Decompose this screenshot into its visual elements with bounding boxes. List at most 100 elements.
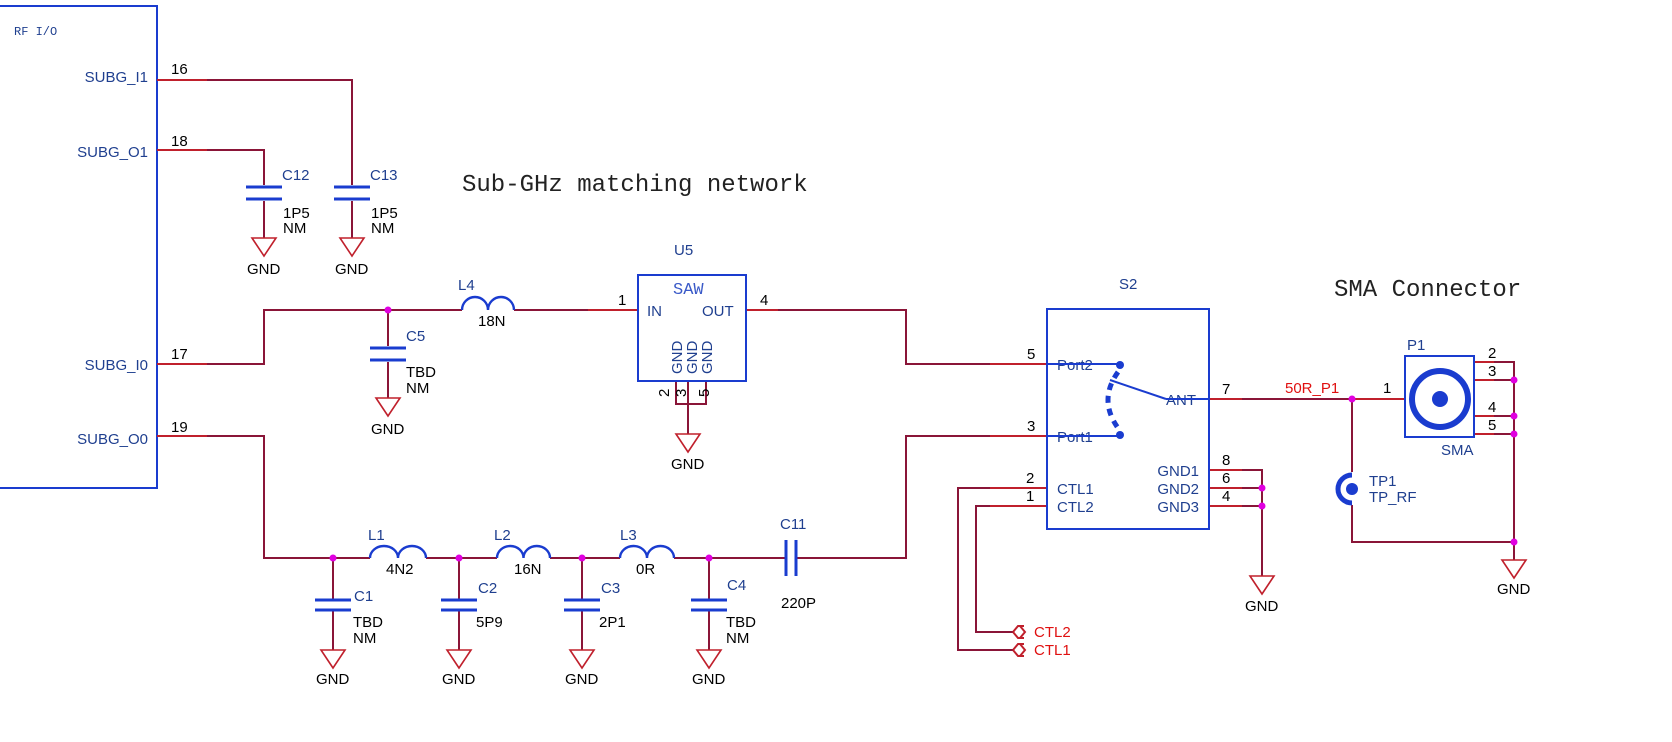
c4-nm: NM <box>726 630 749 647</box>
c12-nm: NM <box>283 220 306 237</box>
c11-capacitor-icon <box>784 540 798 576</box>
ctl2-offpage-icon <box>1012 625 1027 639</box>
u5-in-label: IN <box>647 303 662 320</box>
gnd-label: GND <box>442 671 476 688</box>
gnd-icon <box>319 649 347 670</box>
c13-nm: NM <box>371 220 394 237</box>
component-pin-stubs <box>588 309 1494 507</box>
c12-ref: C12 <box>282 167 310 184</box>
junction-dot <box>455 554 463 562</box>
tp1-value: TP_RF <box>1369 489 1417 506</box>
s2-gnd3-label: GND3 <box>1157 499 1199 516</box>
rf-io-label: RF I/O <box>14 25 57 39</box>
s2-port2-label: Port2 <box>1057 357 1093 374</box>
s2-pin-3: 3 <box>1027 418 1035 435</box>
p1-pin-1: 1 <box>1383 380 1391 397</box>
gnd-icon <box>374 397 402 418</box>
c12-capacitor-icon <box>246 185 282 201</box>
ground-symbols: GND GND GND GND GND GND GND GND GND GND <box>247 237 1531 688</box>
ctl1-offpage-icon <box>1012 643 1027 657</box>
l1-ref: L1 <box>368 527 385 544</box>
c2-capacitor-icon <box>441 598 477 612</box>
tp1-ref: TP1 <box>1369 473 1397 490</box>
junction-dot <box>1258 502 1266 510</box>
s2-pin-2: 2 <box>1026 470 1034 487</box>
junction-dot <box>1510 430 1518 438</box>
s2-ctl2-label: CTL2 <box>1057 499 1094 516</box>
junction-dots <box>329 306 1518 562</box>
pin-name-subg-i0: SUBG_I0 <box>85 357 148 374</box>
gnd-icon <box>338 237 366 258</box>
rf-io-block: RF I/O SUBG_I1 SUBG_O1 SUBG_I0 SUBG_O0 1… <box>0 5 188 489</box>
pin-name-subg-i1: SUBG_I1 <box>85 69 148 86</box>
gnd-icon <box>1500 559 1528 580</box>
l2-inductor-icon <box>495 544 552 559</box>
gnd-label: GND <box>671 456 705 473</box>
p1-sma-connector: P1 SMA 1 2 3 4 5 <box>1383 337 1496 459</box>
p1-body <box>1404 355 1475 438</box>
p1-pin-2: 2 <box>1488 345 1496 362</box>
u5-gnd-label-2: GND <box>684 341 701 375</box>
s2-pin-4: 4 <box>1222 488 1230 505</box>
u5-pin-3: 3 <box>673 389 690 397</box>
c11-value: 220P <box>781 595 816 612</box>
gnd-label: GND <box>1497 581 1531 598</box>
junction-dot <box>384 306 392 314</box>
junction-dot <box>1510 538 1518 546</box>
p1-pin-5: 5 <box>1488 417 1496 434</box>
sma-coax-outer-icon <box>1409 368 1471 430</box>
gnd-label: GND <box>565 671 599 688</box>
p1-ref: P1 <box>1407 337 1425 354</box>
pin-num-19: 19 <box>171 419 188 436</box>
gnd-label: GND <box>316 671 350 688</box>
matching-network-title: Sub-GHz matching network <box>462 172 808 199</box>
s2-body <box>1046 308 1210 530</box>
s2-gnd1-label: GND1 <box>1157 463 1199 480</box>
c13-value: 1P5 <box>371 205 398 222</box>
s2-pin-6: 6 <box>1222 470 1230 487</box>
gnd-icon <box>250 237 278 258</box>
u5-pin-5: 5 <box>696 389 713 397</box>
pin-name-subg-o1: SUBG_O1 <box>77 144 148 161</box>
l4-ref: L4 <box>458 277 475 294</box>
rf-io-body <box>0 5 158 489</box>
gnd-icon <box>445 649 473 670</box>
u5-type: SAW <box>673 281 704 300</box>
l2-ref: L2 <box>494 527 511 544</box>
c3-capacitor-icon <box>564 598 600 612</box>
u5-saw-filter: U5 SAW IN OUT GND GND GND 1 4 2 3 5 <box>618 242 768 397</box>
u5-body <box>637 274 747 382</box>
pin-name-subg-o0: SUBG_O0 <box>77 431 148 448</box>
l4-value: 18N <box>478 313 506 330</box>
c5-nm: NM <box>406 380 429 397</box>
junction-dot <box>705 554 713 562</box>
p1-pin-3: 3 <box>1488 363 1496 380</box>
l3-ref: L3 <box>620 527 637 544</box>
s2-ref: S2 <box>1119 276 1137 293</box>
sma-coax-center-icon <box>1432 391 1448 407</box>
gnd-label: GND <box>692 671 726 688</box>
s2-pin-5: 5 <box>1027 346 1035 363</box>
c11-ref: C11 <box>780 516 806 533</box>
c5-capacitor-icon <box>370 346 406 362</box>
gnd-icon <box>568 649 596 670</box>
tp1-testpoint: TP1 TP_RF <box>1335 472 1417 506</box>
l1-inductor-icon <box>368 544 428 559</box>
c1-capacitor-icon <box>315 598 351 612</box>
u5-pin-4: 4 <box>760 292 768 309</box>
gnd-label: GND <box>1245 598 1279 615</box>
s2-pin-7: 7 <box>1222 381 1230 398</box>
rf-io-pin-stubs <box>157 79 207 437</box>
c12-value: 1P5 <box>283 205 310 222</box>
p1-pin-4: 4 <box>1488 399 1496 416</box>
net-label-ctl1: CTL1 <box>1034 642 1071 659</box>
s2-ant-label: ANT <box>1166 392 1196 409</box>
u5-out-label: OUT <box>702 303 734 320</box>
c1-nm: NM <box>353 630 376 647</box>
c13-capacitor-icon <box>334 185 370 201</box>
l4-inductor-icon <box>460 295 516 311</box>
junction-dot <box>578 554 586 562</box>
c3-value: 2P1 <box>599 614 626 631</box>
l3-inductor-icon <box>618 544 676 559</box>
